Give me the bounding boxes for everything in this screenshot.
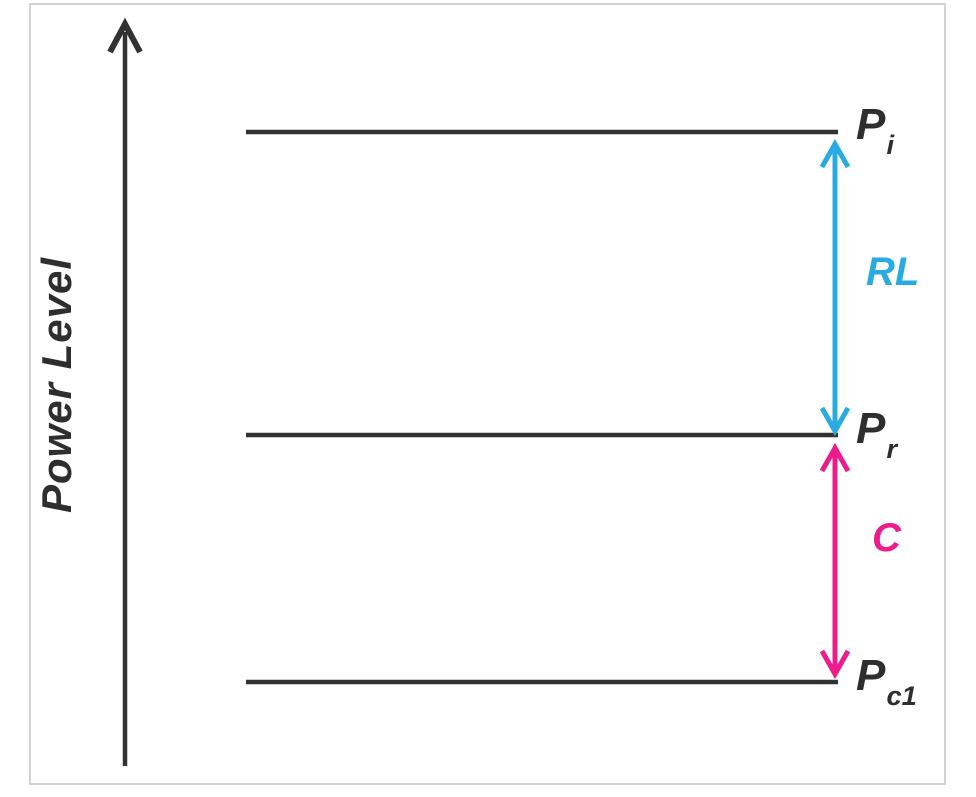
level-label-pi: Pi (856, 99, 894, 157)
level-subscript: c1 (886, 679, 917, 711)
level-symbol: P (856, 99, 886, 149)
coupling-label: C (872, 516, 901, 560)
level-subscript: i (886, 128, 895, 160)
coupling-arrowhead-down-icon (819, 649, 851, 680)
return-loss-arrowhead-up-icon (819, 138, 851, 169)
level-subscript: r (886, 432, 898, 464)
return-loss-arrowhead-down-icon (819, 406, 851, 437)
level-lines (246, 129, 838, 685)
power-axis (107, 17, 143, 766)
level-label-pc1: Pc1 (856, 650, 917, 708)
coupling-arrow (819, 442, 851, 680)
coupling-arrowhead-up-icon (819, 442, 851, 473)
level-symbol: P (856, 403, 886, 453)
power-axis-label: Power Level (33, 256, 80, 514)
level-symbol: P (856, 650, 886, 700)
level-label-pr: Pr (856, 403, 897, 461)
return-loss-label: RL (866, 250, 920, 294)
power-axis-arrowhead-icon (107, 17, 143, 54)
return-loss-arrow (819, 138, 851, 437)
